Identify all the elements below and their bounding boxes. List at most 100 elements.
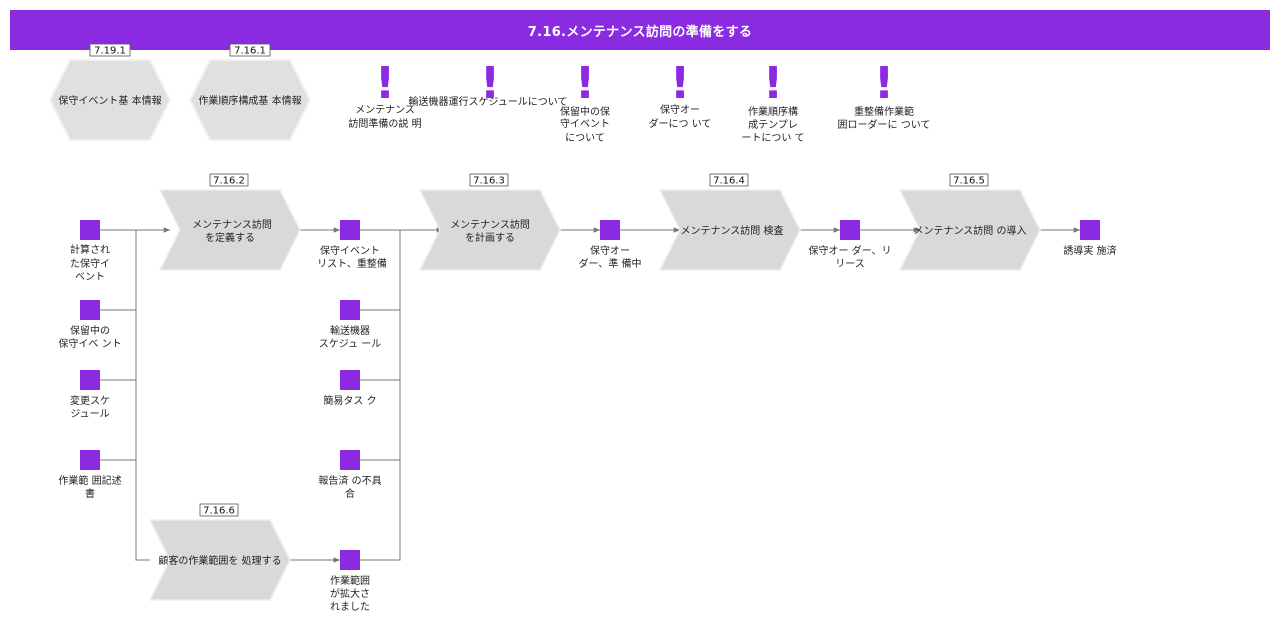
svg-text:書: 書 xyxy=(85,487,95,500)
svg-text:7.16.4: 7.16.4 xyxy=(713,176,745,187)
event-square xyxy=(340,300,360,320)
process-id-badge: 7.16.2 xyxy=(209,173,249,187)
event-square xyxy=(340,550,360,570)
svg-text:を計画する: を計画する xyxy=(465,231,515,244)
info-mark-maintenance-order[interactable]: ! 保守オー ダーにつ いて xyxy=(649,58,712,130)
event-order-released[interactable]: 保守オー ダー、リ リース xyxy=(808,220,892,270)
reference-7-16-1[interactable]: 7.16.1 作業順序構成基 本情報 xyxy=(188,43,312,141)
svg-text:保守イベ ント: 保守イベ ント xyxy=(58,337,121,350)
svg-text:7.16.1: 7.16.1 xyxy=(234,46,266,57)
exclamation-icon: ! xyxy=(480,58,500,109)
event-scope-expanded[interactable]: 作業範囲 が拡大さ れました xyxy=(330,550,370,613)
process-id-badge: 7.16.5 xyxy=(949,173,989,187)
svg-text:輸送機器: 輸送機器 xyxy=(330,324,370,337)
event-reported-defect[interactable]: 報告済 の不具 合 xyxy=(318,450,382,500)
svg-text:保守オー: 保守オー xyxy=(590,244,630,257)
event-square xyxy=(80,300,100,320)
svg-text:リース: リース xyxy=(835,259,865,270)
event-order-in-preparation[interactable]: 保守オー ダー、準 備中 xyxy=(578,220,642,270)
svg-text:7.16.2: 7.16.2 xyxy=(213,176,245,187)
svg-text:誘導実 施済: 誘導実 施済 xyxy=(1063,244,1116,257)
svg-text:囲ローダーに ついて: 囲ローダーに ついて xyxy=(838,118,931,131)
svg-text:計算され: 計算され xyxy=(70,243,110,256)
svg-text:ートについ て: ートについ て xyxy=(741,132,804,144)
event-square xyxy=(80,220,100,240)
svg-text:7.16.5: 7.16.5 xyxy=(953,176,985,187)
event-transport-schedule[interactable]: 輸送機器 スケジュ ール xyxy=(319,300,381,350)
svg-text:リスト、重整備: リスト、重整備 xyxy=(317,257,387,270)
info-mark-transport-schedule[interactable]: ! 輸送機器運行スケジュールについて xyxy=(409,58,568,109)
svg-text:作業順序構: 作業順序構 xyxy=(748,105,798,118)
exclamation-icon: ! xyxy=(874,58,894,109)
event-scope-document[interactable]: 作業範 囲記述 書 xyxy=(58,450,122,500)
process-7-16-6[interactable]: 7.16.6 顧客の作業範囲を 処理する xyxy=(148,503,291,601)
svg-text:変更スケ: 変更スケ xyxy=(70,394,110,407)
process-7-16-4[interactable]: 7.16.4 メンテナンス訪問 検査 xyxy=(658,173,801,271)
event-calculated-maintenance[interactable]: 計算され た保守イ ベント xyxy=(70,220,110,283)
event-schedule-change[interactable]: 変更スケ ジュール xyxy=(70,370,110,420)
svg-text:7.16.3: 7.16.3 xyxy=(473,176,505,187)
svg-text:ダー、準 備中: ダー、準 備中 xyxy=(578,257,641,270)
svg-text:ベント: ベント xyxy=(75,271,105,283)
svg-text:保守イベント: 保守イベント xyxy=(320,244,380,257)
svg-text:合: 合 xyxy=(345,487,355,500)
process-id-badge: 7.16.3 xyxy=(469,173,509,187)
process-7-16-2[interactable]: 7.16.2 メンテナンス訪問 を定義する xyxy=(158,173,301,271)
svg-text:成テンプレ: 成テンプレ xyxy=(748,119,798,131)
info-mark-visit-description[interactable]: ! メンテナンス 訪問準備の説 明 xyxy=(348,58,421,130)
svg-text:メンテナンス訪問 検査: メンテナンス訪問 検査 xyxy=(681,224,784,237)
info-mark-sequence-template[interactable]: ! 作業順序構 成テンプレ ートについ て xyxy=(741,58,804,144)
exclamation-icon: ! xyxy=(763,58,783,109)
svg-text:顧客の作業範囲を 処理する: 顧客の作業範囲を 処理する xyxy=(158,554,281,567)
event-square xyxy=(80,370,100,390)
svg-text:簡易タス ク: 簡易タス ク xyxy=(323,394,376,407)
exclamation-icon: ! xyxy=(670,58,690,109)
process-7-16-3[interactable]: 7.16.3 メンテナンス訪問 を計画する xyxy=(418,173,561,271)
connectors xyxy=(100,227,1080,563)
svg-text:7.16.6: 7.16.6 xyxy=(203,506,235,517)
event-square xyxy=(1080,220,1100,240)
event-square xyxy=(340,370,360,390)
svg-text:た保守イ: た保守イ xyxy=(70,257,110,270)
svg-text:作業範 囲記述: 作業範 囲記述 xyxy=(58,474,121,487)
event-induction-done[interactable]: 誘導実 施済 xyxy=(1063,220,1117,257)
svg-text:メンテナンス訪問: メンテナンス訪問 xyxy=(450,218,530,231)
svg-text:保守オー ダー、リ: 保守オー ダー、リ xyxy=(808,244,891,257)
page-title: 7.16.メンテナンス訪問の準備をする xyxy=(10,10,1270,50)
exclamation-icon: ! xyxy=(375,58,395,109)
svg-text:作業範囲: 作業範囲 xyxy=(330,574,370,587)
reference-label: 保守イベント基 本情報 xyxy=(58,94,161,107)
svg-text:を定義する: を定義する xyxy=(205,231,255,244)
event-square xyxy=(840,220,860,240)
svg-text:ジュール: ジュール xyxy=(70,409,109,420)
reference-label: 作業順序構成基 本情報 xyxy=(198,94,301,107)
svg-text:報告済 の不具: 報告済 の不具 xyxy=(318,474,381,487)
svg-text:れました: れました xyxy=(330,601,370,613)
reference-7-19-1[interactable]: 7.19.1 保守イベント基 本情報 xyxy=(48,43,172,141)
event-simple-task[interactable]: 簡易タス ク xyxy=(323,370,377,407)
reference-id-badge: 7.19.1 xyxy=(89,43,131,57)
svg-text:が拡大さ: が拡大さ xyxy=(330,587,370,600)
svg-text:7.19.1: 7.19.1 xyxy=(94,46,126,57)
svg-text:訪問準備の説 明: 訪問準備の説 明 xyxy=(348,117,421,130)
process-7-16-5[interactable]: 7.16.5 メンテナンス訪問 の導入 xyxy=(898,173,1041,271)
event-square xyxy=(340,450,360,470)
exclamation-icon: ! xyxy=(575,58,595,109)
info-mark-scope-loader[interactable]: ! 重整備作業範 囲ローダーに ついて xyxy=(838,58,931,131)
svg-text:守イベント: 守イベント xyxy=(560,117,610,130)
process-id-badge: 7.16.4 xyxy=(709,173,749,187)
info-mark-pending-events[interactable]: ! 保留中の保 守イベント について xyxy=(560,58,610,144)
event-pending-maintenance[interactable]: 保留中の 保守イベ ント xyxy=(58,300,122,350)
svg-text:メンテナンス: メンテナンス xyxy=(355,104,415,116)
svg-text:保留中の保: 保留中の保 xyxy=(560,105,610,118)
event-maintenance-list[interactable]: 保守イベント リスト、重整備 xyxy=(317,220,387,270)
reference-id-badge: 7.16.1 xyxy=(229,43,271,57)
svg-text:保留中の: 保留中の xyxy=(70,324,110,337)
svg-text:スケジュ ール: スケジュ ール xyxy=(319,338,381,350)
process-id-badge: 7.16.6 xyxy=(199,503,239,517)
svg-text:メンテナンス訪問 の導入: メンテナンス訪問 の導入 xyxy=(914,224,1027,237)
svg-text:について: について xyxy=(565,132,605,144)
svg-text:ダーにつ いて: ダーにつ いて xyxy=(649,117,712,130)
svg-text:輸送機器運行スケジュールについて: 輸送機器運行スケジュールについて xyxy=(409,95,568,108)
